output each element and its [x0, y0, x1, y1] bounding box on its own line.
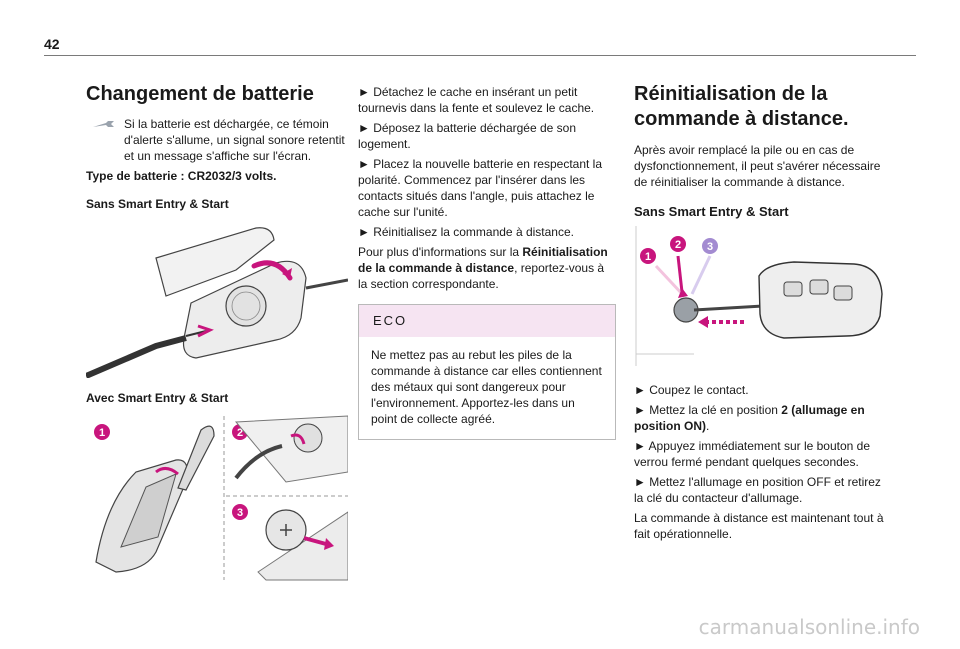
battery-type: Type de batterie : CR2032/3 volts.: [86, 169, 277, 183]
svg-text:2: 2: [675, 239, 681, 251]
reset-intro: Après avoir remplacé la pile ou en cas d…: [634, 143, 881, 189]
subtitle-with-smart-entry: Avec Smart Entry & Start: [86, 391, 229, 405]
warning-tip: Si la batterie est déchargée, ce témoin …: [86, 116, 348, 164]
step-remove-battery: ► Déposez la batterie déchargée de son l…: [358, 121, 577, 151]
eco-box: ECO Ne mettez pas au rebut les piles de …: [358, 304, 616, 440]
svg-text:1: 1: [645, 251, 651, 263]
svg-text:2: 2: [237, 427, 243, 439]
reset-step-3-badge: [702, 238, 718, 254]
reset-step-key-position: ► Mettez la clé en position 2 (allumage …: [634, 403, 865, 433]
reset-reference: Réinitialisation de la commande à distan…: [358, 245, 608, 275]
more-info: Pour plus d'informations sur la Réinitia…: [358, 245, 608, 291]
figure-smart-key-steps: 1 2 3: [86, 412, 348, 582]
figure-key-open-cover: [86, 218, 348, 378]
figure-ignition-key: 1 2 3: [634, 226, 886, 376]
eco-text: Ne mettez pas au rebut les piles de la c…: [371, 348, 602, 426]
step-place-battery: ► Placez la nouvelle batterie en respect…: [358, 157, 603, 219]
watermark: carmanualsonline.info: [698, 615, 920, 639]
section-title-battery: Changement de batterie: [86, 83, 314, 105]
reset-step-press-lock: ► Appuyez immédiatement sur le bouton de…: [634, 439, 871, 469]
header-rule: [44, 55, 916, 56]
step-1-badge: [94, 424, 110, 440]
reset-complete: La commande à distance est maintenant to…: [634, 511, 884, 541]
svg-text:1: 1: [99, 427, 105, 439]
column-battery-steps: ► Détachez le cache en insérant un petit…: [358, 84, 616, 440]
wrench-icon: [93, 121, 114, 127]
reset-step-2-badge: [670, 236, 686, 252]
svg-text:3: 3: [707, 241, 713, 253]
reset-step-ignition-off: ► Coupez le contact.: [634, 383, 749, 397]
reset-step-remove-key: ► Mettez l'allumage en position OFF et r…: [634, 475, 881, 505]
warning-tip-text: Si la batterie est déchargée, ce témoin …: [124, 117, 345, 163]
subtitle-reset-without-smart-entry: Sans Smart Entry & Start: [634, 204, 789, 219]
svg-text:3: 3: [237, 507, 243, 519]
eco-title: ECO: [359, 305, 615, 337]
step-3-badge: [232, 504, 248, 520]
column-battery-change: Changement de batterie Si la batterie es…: [86, 82, 348, 582]
page-number: 42: [44, 36, 60, 52]
step-detach-cover: ► Détachez le cache en insérant un petit…: [358, 85, 595, 115]
reset-step-1-badge: [640, 248, 656, 264]
column-remote-reset: Réinitialisation de la commande à distan…: [634, 82, 886, 546]
step-reset-remote: ► Réinitialisez la commande à distance.: [358, 225, 574, 239]
section-title-reset: Réinitialisation de la commande à distan…: [634, 83, 849, 130]
subtitle-without-smart-entry: Sans Smart Entry & Start: [86, 197, 229, 211]
